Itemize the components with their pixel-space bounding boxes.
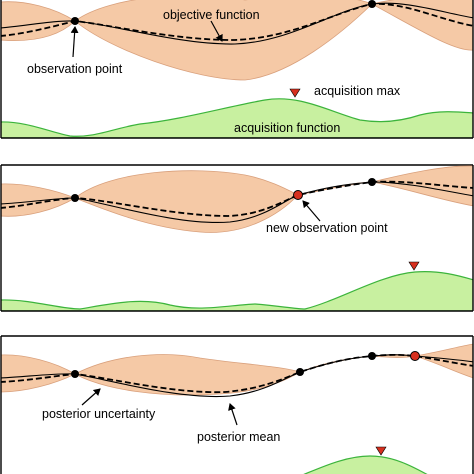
- acquisition-max-marker: [408, 261, 420, 271]
- objective-function-label: objective function: [163, 8, 260, 22]
- panel-1: objective function observation point acq…: [0, 0, 474, 139]
- posterior-mean-line: [1, 3, 473, 41]
- panel-3: posterior uncertainty posterior mean: [0, 335, 474, 474]
- posterior-uncertainty-pointer: [81, 388, 101, 406]
- observation-point-dot: [368, 352, 376, 360]
- posterior-mean-label: posterior mean: [197, 430, 280, 444]
- acquisition-function-label: acquisition function: [234, 121, 340, 135]
- observation-point-label: observation point: [27, 62, 123, 76]
- new-observation-point-dot: [293, 190, 303, 200]
- acquisition-max-marker: [289, 88, 301, 98]
- new-observation-point-label: new observation point: [266, 221, 388, 235]
- new-observation-point-dot: [410, 351, 420, 361]
- observation-point-dot: [71, 17, 79, 25]
- acquisition-function-area: [1, 98, 473, 138]
- objective-function-line: [1, 2, 473, 45]
- posterior-mean-pointer: [228, 403, 238, 426]
- acquisition-max-label: acquisition max: [314, 84, 401, 98]
- acquisition-max-marker: [375, 446, 387, 456]
- observation-point-pointer: [70, 26, 79, 58]
- new-observation-point-pointer: [302, 200, 321, 222]
- observation-point-dot: [368, 178, 376, 186]
- uncertainty-band: [1, 165, 473, 233]
- observation-point-dot: [71, 194, 79, 202]
- observation-point-dot: [368, 0, 376, 8]
- panel-2: new observation point: [0, 164, 474, 312]
- posterior-uncertainty-label: posterior uncertainty: [42, 407, 156, 421]
- objective-function-pointer: [210, 20, 223, 42]
- uncertainty-band: [1, 343, 473, 396]
- observation-point-dot: [71, 370, 79, 378]
- acquisition-function-area: [1, 271, 473, 311]
- observation-point-dot: [296, 368, 304, 376]
- acquisition-function-area: [303, 455, 428, 474]
